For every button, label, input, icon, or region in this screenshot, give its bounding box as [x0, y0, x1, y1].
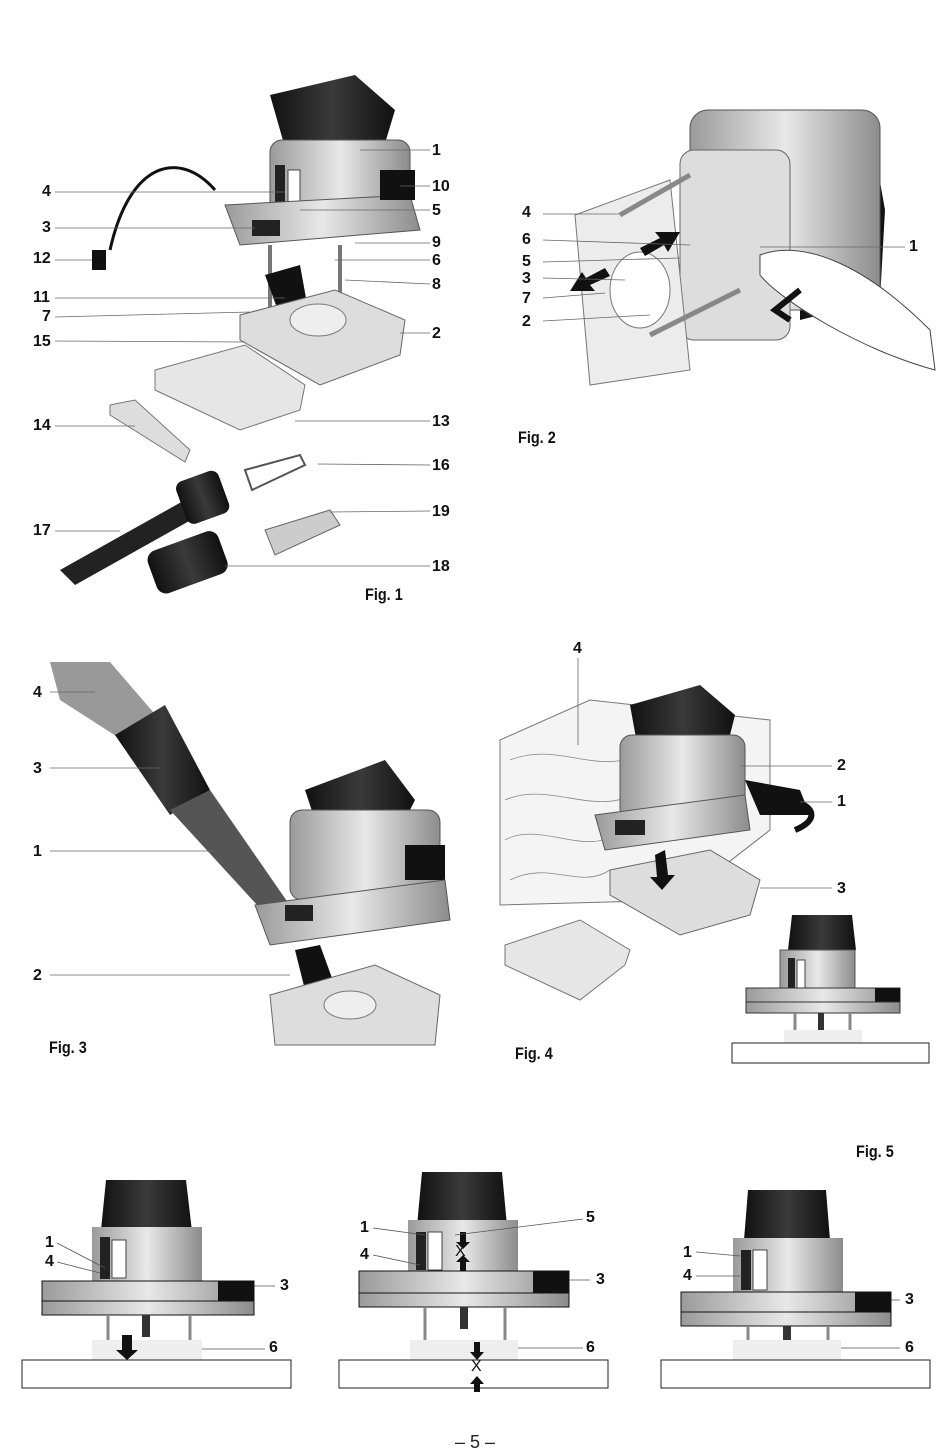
fig5-p2-callout: 6	[586, 1340, 595, 1356]
fig1-router-illustration	[60, 75, 420, 596]
fig5-p1-callout: 1	[45, 1235, 54, 1251]
fig1-callout: 5	[432, 203, 441, 219]
fig1-callout: 9	[432, 235, 441, 251]
fig1-callout: 19	[432, 504, 450, 520]
fig2-callout: 1	[909, 239, 918, 255]
fig1-callout: 2	[432, 326, 441, 342]
fig1-callout: 1	[432, 143, 441, 159]
fig5-p1-callout: 3	[280, 1278, 289, 1294]
fig1-callout: 11	[33, 290, 50, 306]
fig3-router-illustration	[50, 662, 450, 1045]
fig1-callout: 3	[42, 220, 51, 236]
fig3-callout: 1	[33, 844, 42, 860]
fig1-callout: 6	[432, 253, 441, 269]
fig2-callout: 5	[522, 254, 531, 270]
fig5-p3-callout: 4	[683, 1268, 692, 1284]
fig3-callout: 4	[33, 685, 42, 701]
fig5-p1-callout: 6	[269, 1340, 278, 1356]
fig2-router-illustration	[570, 110, 935, 385]
fig3-callout: 3	[33, 761, 42, 777]
fig4-callout: 3	[837, 881, 846, 897]
fig1-callout: 10	[432, 179, 450, 195]
fig1-callout: 15	[33, 334, 51, 350]
fig5-p2-callout: 4	[360, 1247, 369, 1263]
fig2-callout: 3	[522, 271, 531, 287]
fig5-panel-3	[661, 1190, 930, 1388]
fig1-callout: 4	[42, 184, 51, 200]
fig2-callout: 7	[522, 291, 531, 307]
fig4-router-illustration	[500, 685, 811, 1000]
fig4-inset-illustration	[732, 915, 929, 1063]
fig5-p3-callout: 3	[905, 1292, 914, 1308]
fig4-caption: Fig. 4	[515, 1044, 553, 1064]
fig1-callout: 8	[432, 277, 441, 293]
fig1-callout: 14	[33, 418, 51, 434]
fig2-callout: 4	[522, 205, 531, 221]
fig1-callout: 18	[432, 559, 450, 575]
fig5-caption: Fig. 5	[856, 1142, 894, 1162]
fig4-callout: 4	[573, 641, 582, 657]
fig1-caption: Fig. 1	[365, 585, 403, 605]
fig5-p2-callout: 3	[596, 1272, 605, 1288]
fig1-callout: 7	[42, 309, 51, 325]
fig1-callout: 12	[33, 251, 51, 267]
fig4-callout: 2	[837, 758, 846, 774]
fig2-callout: 6	[522, 232, 531, 248]
fig5-p2-dimension-x: X	[455, 1244, 466, 1260]
fig5-p2-callout: 1	[360, 1220, 369, 1236]
fig1-callout: 17	[33, 523, 51, 539]
fig4-callout: 1	[837, 794, 846, 810]
fig5-p1-callout: 4	[45, 1254, 54, 1270]
fig2-callout: 2	[522, 314, 531, 330]
fig2-caption: Fig. 2	[518, 428, 556, 448]
fig3-callout: 2	[33, 968, 42, 984]
page-number: – 5 –	[0, 1432, 950, 1453]
fig1-callout: 16	[432, 458, 450, 474]
fig5-p2-callout: 5	[586, 1210, 595, 1226]
fig5-p3-callout: 6	[905, 1340, 914, 1356]
fig1-callout: 13	[432, 414, 450, 430]
fig3-caption: Fig. 3	[49, 1038, 87, 1058]
fig5-p3-callout: 1	[683, 1245, 692, 1261]
fig5-p2-dimension-x: X	[471, 1359, 482, 1375]
fig5-panel-1	[22, 1180, 291, 1388]
